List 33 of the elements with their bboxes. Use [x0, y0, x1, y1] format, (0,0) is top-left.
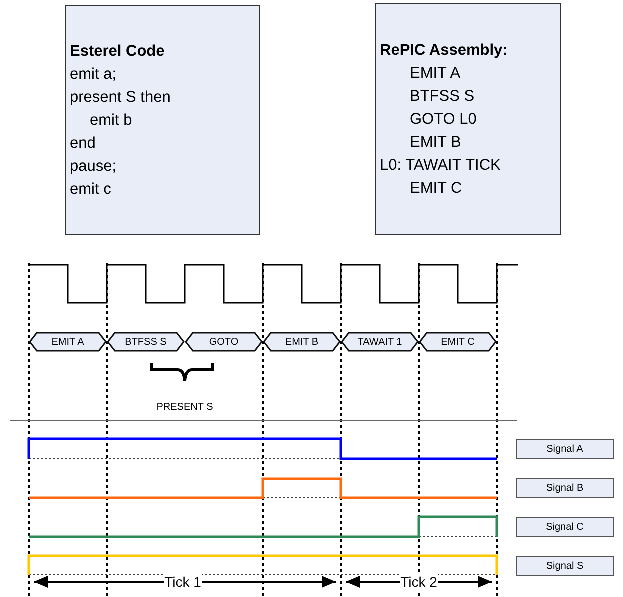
signal-label-box: Signal C — [516, 517, 614, 537]
code-box — [65, 5, 260, 235]
code-line: present S then — [70, 88, 172, 108]
instruction-hexagon — [185, 332, 263, 352]
instruction-text: BTFSS S — [125, 336, 167, 350]
code-line: emit a; — [70, 64, 118, 84]
code-line: emit b — [89, 110, 134, 130]
instruction-hexagon — [341, 332, 419, 352]
code-line: BTFSS S — [409, 86, 476, 106]
signal-label-box: Signal B — [516, 478, 614, 498]
code-line: EMIT B — [409, 132, 462, 152]
code-line: EMIT A — [409, 64, 462, 84]
code-heading: RePIC Assembly: — [380, 40, 509, 60]
instruction-text: EMIT C — [441, 336, 475, 350]
code-line: EMIT C — [409, 178, 464, 198]
instruction-text: TAWAIT 1 — [358, 336, 402, 350]
code-box — [375, 3, 561, 235]
code-line: pause; — [70, 156, 118, 176]
code-heading: Esterel Code — [70, 42, 166, 62]
signal-label-box: Signal A — [516, 439, 614, 459]
code-line: GOTO L0 — [409, 110, 478, 130]
instruction-hexagon — [419, 332, 497, 352]
code-line: L0: TAWAIT TICK — [380, 156, 502, 176]
instruction-hexagon — [29, 332, 107, 352]
instruction-text: GOTO — [209, 336, 239, 350]
instruction-hexagon — [263, 332, 341, 352]
code-line: end — [70, 134, 97, 154]
instruction-text: EMIT B — [285, 336, 319, 350]
signal-label-box: Signal S — [516, 556, 614, 576]
tick-label: Tick 2 — [400, 574, 438, 592]
instruction-hexagon — [107, 332, 185, 352]
instruction-text: EMIT A — [52, 336, 84, 350]
code-line: emit c — [70, 180, 112, 200]
